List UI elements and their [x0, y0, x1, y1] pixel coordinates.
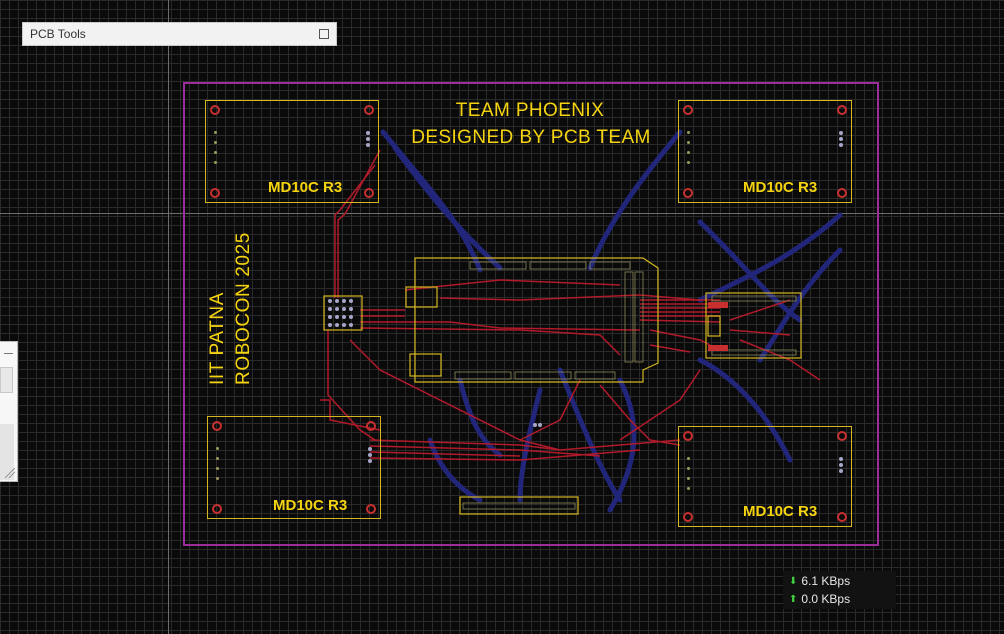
- board-outline: [183, 82, 879, 546]
- mounting-hole: [683, 512, 693, 522]
- mounting-hole: [212, 421, 222, 431]
- mounting-hole: [837, 105, 847, 115]
- mounting-hole: [210, 188, 220, 198]
- resize-grip-icon[interactable]: [5, 468, 15, 478]
- mounting-hole: [364, 188, 374, 198]
- motor-driver-label: MD10C R3: [268, 179, 343, 196]
- download-arrow-icon: ⬇: [789, 575, 798, 587]
- mounting-hole: [210, 105, 220, 115]
- motor-driver-label: MD10C R3: [743, 179, 818, 196]
- mounting-hole: [837, 512, 847, 522]
- minimize-icon[interactable]: [4, 353, 13, 354]
- panel-field[interactable]: [0, 367, 13, 393]
- panel-area: [0, 424, 14, 480]
- mounting-hole: [366, 421, 376, 431]
- motor-driver-bottom-left[interactable]: MD10C R3: [207, 416, 381, 519]
- board-side-line2: ROBOCON 2025: [233, 232, 254, 385]
- mounting-hole: [366, 504, 376, 514]
- upload-speed: 0.0 KBps: [801, 592, 851, 606]
- motor-driver-top-right[interactable]: MD10C R3: [678, 100, 852, 203]
- pcb-tools-title: PCB Tools: [30, 27, 86, 41]
- upload-arrow-icon: ⬆: [789, 593, 798, 605]
- pcb-tools-panel[interactable]: PCB Tools: [22, 22, 337, 46]
- mounting-hole: [837, 188, 847, 198]
- mounting-hole: [837, 431, 847, 441]
- left-docked-panel[interactable]: [0, 341, 18, 482]
- mounting-hole: [364, 105, 374, 115]
- motor-driver-top-left[interactable]: MD10C R3: [205, 100, 379, 203]
- mounting-hole: [683, 188, 693, 198]
- mounting-hole: [212, 504, 222, 514]
- board-side-line1: IIT PATNA: [207, 291, 228, 385]
- motor-driver-label: MD10C R3: [743, 503, 818, 520]
- motor-driver-label: MD10C R3: [273, 497, 348, 514]
- mounting-hole: [683, 105, 693, 115]
- board-title-designed-by: DESIGNED BY PCB TEAM: [411, 127, 651, 148]
- maximize-icon[interactable]: [319, 29, 329, 39]
- mounting-hole: [683, 431, 693, 441]
- grid-guide-vertical: [168, 0, 169, 634]
- board-side-text: IIT PATNA ROBOCON 2025: [205, 232, 257, 385]
- download-speed: 6.1 KBps: [801, 574, 851, 588]
- grid-guide-horizontal: [0, 213, 1004, 214]
- network-speed-widget: ⬇ 6.1 KBps ⬆ 0.0 KBps: [783, 571, 896, 609]
- board-title-team: TEAM PHOENIX: [455, 100, 605, 121]
- motor-driver-bottom-right[interactable]: MD10C R3: [678, 426, 852, 527]
